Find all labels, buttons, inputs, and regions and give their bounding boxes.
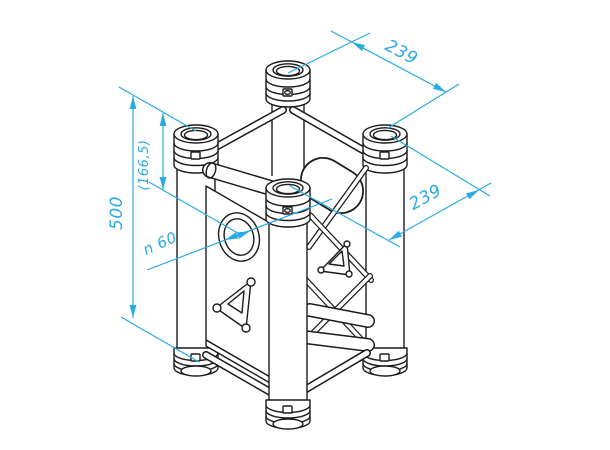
dim-500-label: 500 <box>107 196 127 230</box>
triangle-bracket-left <box>212 277 256 333</box>
dim-166-label: (166,5) <box>137 140 152 191</box>
dimension-ref-166: (166,5) <box>137 113 244 237</box>
dim-239-top-label: 239 <box>382 36 421 69</box>
bottom-braces <box>202 351 283 401</box>
front-post <box>265 178 311 430</box>
dimension-height-500: 500 <box>107 86 200 363</box>
diagonal-braces-right-face <box>292 165 375 399</box>
dim-hole-label: n 60 <box>140 228 180 259</box>
dim-239-right-label: 239 <box>406 181 445 215</box>
side-panel <box>205 185 278 388</box>
triangle-bracket-right <box>317 240 353 278</box>
dimension-width-239-top: 239 <box>287 30 460 129</box>
drum-tube <box>300 157 364 214</box>
